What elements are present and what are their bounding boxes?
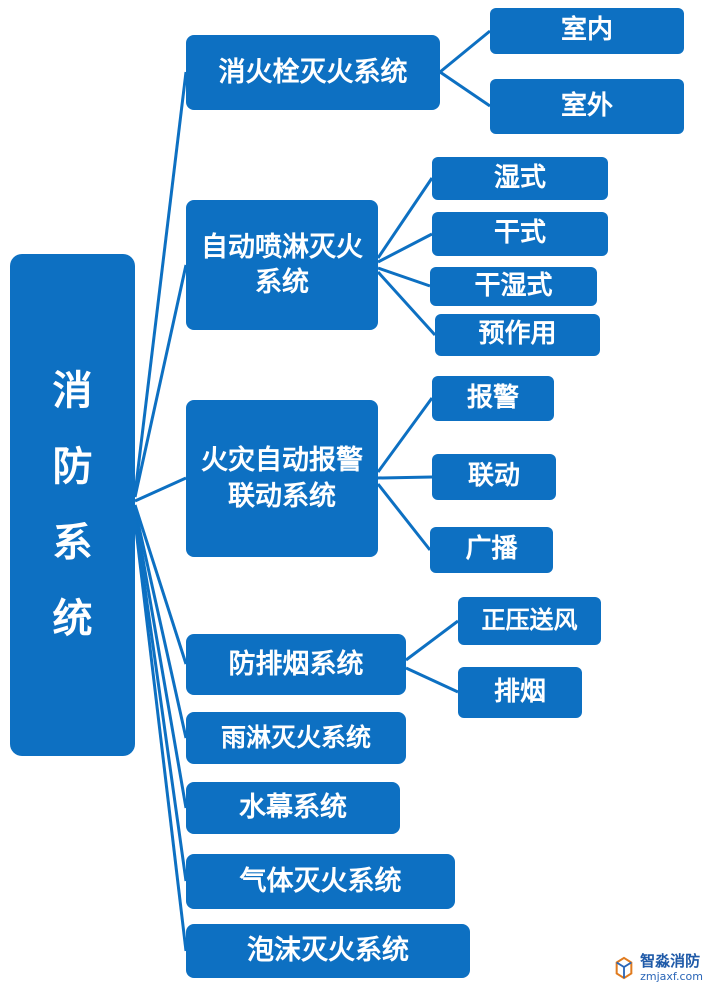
connector [134, 476, 187, 503]
leaf-broadcast: 广播 [430, 527, 553, 573]
leaf-dry-wet-type: 干湿式 [430, 267, 597, 306]
connector [377, 266, 431, 288]
branch-fire-hydrant-system: 消火栓灭火系统 [186, 35, 440, 110]
watermark: 智淼消防 zmjaxf.com [613, 953, 703, 983]
connector [439, 29, 491, 74]
zmjaxf-logo-icon [615, 956, 633, 980]
connector [376, 483, 432, 551]
connector [405, 666, 459, 694]
branch-water-curtain-system: 水幕系统 [186, 782, 400, 834]
connector [376, 397, 434, 473]
leaf-alarm: 报警 [432, 376, 554, 421]
connector [405, 619, 459, 662]
connector [133, 512, 188, 809]
connector [133, 516, 188, 882]
leaf-smoke-exhaust: 排烟 [458, 667, 582, 718]
connector [133, 508, 188, 739]
connector [133, 71, 188, 495]
leaf-pressurized-air-supply: 正压送风 [458, 597, 601, 645]
watermark-url: zmjaxf.com [640, 969, 703, 983]
branch-foam-extinguishing-system: 泡沫灭火系统 [186, 924, 470, 978]
branch-fire-alarm-linkage-system: 火灾自动报警 联动系统 [186, 400, 378, 557]
branch-smoke-control-system: 防排烟系统 [186, 634, 406, 695]
leaf-dry-type: 干式 [432, 212, 608, 256]
leaf-indoor: 室内 [490, 8, 684, 54]
root-char: 消 [52, 368, 93, 414]
root-char: 系 [52, 520, 93, 566]
leaf-wet-type: 湿式 [432, 157, 608, 200]
root-node-fire-protection-system: 消 防 系 统 [10, 254, 135, 756]
branch-auto-sprinkler-system: 自动喷淋灭火 系统 [186, 200, 378, 330]
connector [377, 475, 433, 480]
watermark-title: 智淼消防 [640, 952, 701, 971]
connector [133, 520, 188, 952]
connector [439, 70, 491, 108]
connector [133, 264, 188, 498]
connector [133, 504, 188, 665]
leaf-outdoor: 室外 [490, 79, 684, 134]
connector [376, 270, 437, 337]
connector [376, 177, 434, 259]
leaf-pre-action: 预作用 [435, 314, 600, 356]
root-char: 防 [52, 444, 93, 490]
branch-deluge-system: 雨淋灭火系统 [186, 712, 406, 764]
root-char: 统 [52, 596, 93, 642]
leaf-linkage: 联动 [432, 454, 556, 500]
branch-gas-extinguishing-system: 气体灭火系统 [186, 854, 455, 909]
connector [377, 232, 433, 264]
